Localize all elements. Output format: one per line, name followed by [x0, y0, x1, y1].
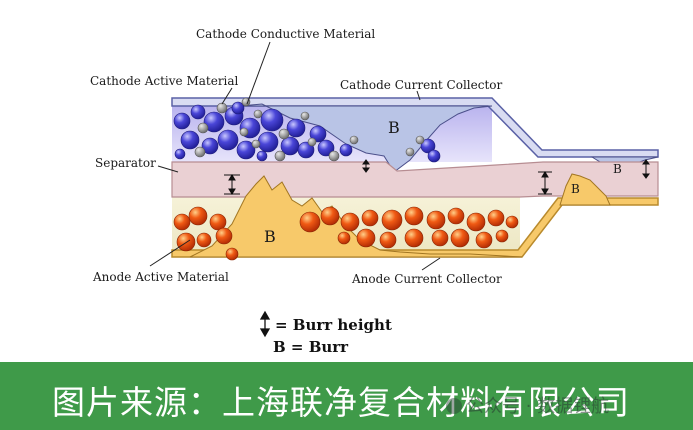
anode-active-particle — [431, 229, 449, 247]
anode-active-particle — [466, 212, 486, 232]
anode-active-particles — [173, 206, 519, 261]
anode-active-particle — [215, 227, 233, 245]
cathode-active-particle — [297, 141, 315, 159]
watermark-text: 公众号 · 数据锂航 — [466, 396, 610, 417]
leader-anode-collector — [421, 257, 441, 271]
anode-burr — [189, 175, 523, 258]
image-source-caption: 图片来源：上海联净复合材料有限公司 — [52, 383, 630, 422]
cathode-active-particle — [309, 125, 327, 143]
cathode-active-particles — [173, 101, 441, 163]
anode-active-particle — [196, 232, 212, 248]
anode-active-particle — [176, 232, 196, 252]
cathode-active-particle — [203, 111, 225, 133]
cathode-active-particle — [260, 108, 284, 132]
legend-burr-height-arrow-icon — [259, 310, 271, 338]
leader-anode-active — [149, 239, 191, 267]
cathode-active-particle — [201, 137, 219, 155]
wechat-logo-icon — [446, 398, 462, 414]
anode-active-particle — [447, 207, 465, 225]
anode-active-particle — [379, 231, 397, 249]
label-separator: Separator — [95, 156, 156, 170]
conductive-particle — [216, 102, 228, 114]
conductive-particle — [251, 139, 261, 149]
label-anode-active-material: Anode Active Material — [92, 270, 229, 284]
conductive-particle — [405, 147, 415, 157]
conductive-particle — [194, 146, 206, 158]
separator — [171, 161, 659, 198]
legend-burr-height: = Burr height — [275, 316, 392, 334]
cathode-active-particle — [174, 148, 186, 160]
leader-separator — [157, 165, 179, 173]
cathode-active-particle — [339, 143, 353, 157]
conductive-particle — [307, 137, 317, 147]
cathode-active-particle — [256, 150, 268, 162]
burr-label-cathode-small: B — [613, 162, 622, 176]
anode-active-particle — [495, 229, 509, 243]
burr-label-anode: B — [264, 227, 276, 246]
burr-label-anode-small: B — [571, 182, 580, 196]
cathode-active-particle — [427, 149, 441, 163]
conductive-particle — [300, 111, 310, 121]
anode-active-particle — [340, 212, 360, 232]
anode-active-particle — [188, 206, 208, 226]
anode-active-particle — [426, 210, 446, 230]
conductive-particle — [197, 122, 209, 134]
label-cathode-current-collector: Cathode Current Collector — [340, 78, 503, 92]
anode-active-particle — [404, 206, 424, 226]
burr-height-marker-left — [224, 174, 240, 195]
anode-active-particle — [225, 247, 239, 261]
watermark: 公众号 · 数据锂航 — [446, 392, 609, 418]
anode-active-particle — [361, 209, 379, 227]
cathode-active-particle — [286, 118, 306, 138]
anode-active-particle — [320, 206, 340, 226]
conductive-particle — [415, 135, 425, 145]
leader-cathode-conductive — [246, 41, 271, 105]
conductive-particle — [239, 127, 249, 137]
leader-cathode-active — [221, 87, 233, 105]
conductive-particle — [349, 135, 359, 145]
battery-burr-diagram: B B B B Cathode Conductive Material Cath… — [90, 27, 659, 356]
anode-active-particle — [381, 209, 403, 231]
anode-active-particle — [450, 228, 470, 248]
cathode-active-particle — [217, 129, 239, 151]
anode-active-particle — [173, 213, 191, 231]
conductive-particle — [253, 109, 263, 119]
anode-active-particle — [505, 215, 519, 229]
anode-active-particle — [356, 228, 376, 248]
cathode-active-particle — [257, 131, 279, 153]
label-anode-current-collector: Anode Current Collector — [351, 272, 502, 286]
cathode-active-particle — [236, 140, 256, 160]
burr-height-marker-right — [538, 171, 552, 195]
leader-cathode-collector — [416, 90, 421, 101]
anode-active-particle — [404, 228, 424, 248]
conductive-particle — [274, 150, 286, 162]
label-cathode-active-material: Cathode Active Material — [90, 74, 239, 88]
conductive-particle — [328, 150, 340, 162]
cathode-active-particle — [180, 130, 200, 150]
source-footer-banner: 图片来源：上海联净复合材料有限公司 公众号 · 数据锂航 — [0, 362, 693, 430]
conductive-particle — [278, 128, 290, 140]
anode-active-particle — [337, 231, 351, 245]
cathode-active-particle — [173, 112, 191, 130]
burr-height-marker-far-right — [642, 159, 650, 179]
burr-height-marker-center — [362, 159, 370, 173]
cathode-active-particle — [231, 101, 245, 115]
anode-active-particle — [209, 213, 227, 231]
cathode-active-particle — [420, 138, 436, 154]
cathode-active-particle — [317, 139, 335, 157]
cathode-conductive-particles — [194, 97, 425, 162]
label-cathode-conductive-material: Cathode Conductive Material — [196, 27, 375, 41]
anode-active-particle — [299, 211, 321, 233]
burr-label-cathode: B — [388, 118, 400, 137]
anode-burr-small — [559, 173, 611, 206]
anode-active-particle — [487, 209, 505, 227]
anode-active-particle — [475, 231, 493, 249]
legend-burr: B = Burr — [273, 338, 349, 356]
cathode-active-particle — [190, 104, 206, 120]
